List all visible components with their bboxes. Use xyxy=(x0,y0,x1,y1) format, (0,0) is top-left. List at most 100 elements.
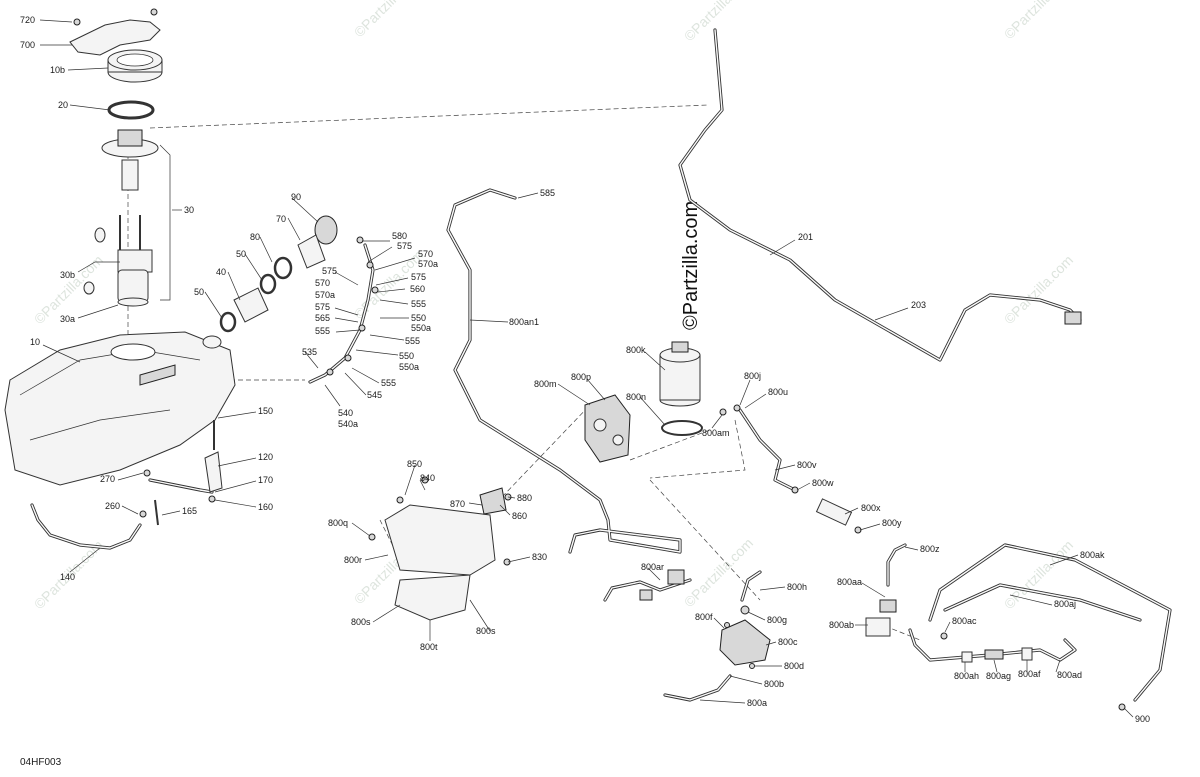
callout-30b: 30b xyxy=(60,270,75,280)
callout-800aa: 800aa xyxy=(837,577,862,587)
callout-270: 270 xyxy=(100,474,115,484)
callout-550: 550 xyxy=(411,313,426,323)
callout-165: 165 xyxy=(182,506,197,516)
tank-strap xyxy=(30,420,223,550)
watermark: ©Partzilla.com xyxy=(351,0,426,40)
callout-800q: 800q xyxy=(328,518,348,528)
callout-555: 555 xyxy=(405,336,420,346)
callout-20: 20 xyxy=(58,100,68,110)
alignment-lines xyxy=(127,104,921,641)
callout-555: 555 xyxy=(381,378,396,388)
callout-570: 570 xyxy=(418,249,433,259)
callout-203: 203 xyxy=(911,300,926,310)
filler-neck-parts xyxy=(219,215,338,333)
brand-label: ©Partzilla.com xyxy=(680,201,702,330)
callout-800w: 800w xyxy=(812,478,834,488)
callout-535: 535 xyxy=(302,347,317,357)
callout-800f: 800f xyxy=(695,612,713,622)
callout-170: 170 xyxy=(258,475,273,485)
callout-575: 575 xyxy=(411,272,426,282)
callout-800a: 800a xyxy=(747,698,767,708)
callout-800b: 800b xyxy=(764,679,784,689)
callout-585: 585 xyxy=(540,188,555,198)
callout-540a: 540a xyxy=(338,419,358,429)
callout-550a: 550a xyxy=(399,362,419,372)
callout-90: 90 xyxy=(291,192,301,202)
callout-80: 80 xyxy=(250,232,260,242)
diagram-code: 04HF003 xyxy=(20,757,62,768)
callout-10: 10 xyxy=(30,337,40,347)
callout-800ac: 800ac xyxy=(952,616,977,626)
callout-140: 140 xyxy=(60,572,75,582)
callout-550a: 550a xyxy=(411,323,431,333)
lock-ring xyxy=(107,49,163,83)
callout-880: 880 xyxy=(517,493,532,503)
callout-50: 50 xyxy=(236,249,246,259)
control-module-800c xyxy=(663,570,771,702)
callout-800y: 800y xyxy=(882,518,902,528)
callout-800k: 800k xyxy=(626,345,646,355)
callout-30a: 30a xyxy=(60,314,75,324)
callout-800r: 800r xyxy=(344,555,362,565)
purge-valve-assembly xyxy=(584,394,631,463)
callout-560: 560 xyxy=(410,284,425,294)
callout-800g: 800g xyxy=(767,615,787,625)
fuel-tank xyxy=(4,331,236,486)
callout-850: 850 xyxy=(407,459,422,469)
callout-800s: 800s xyxy=(351,617,371,627)
callout-575: 575 xyxy=(397,241,412,251)
callout-260: 260 xyxy=(105,501,120,511)
callout-540: 540 xyxy=(338,408,353,418)
callout-830: 830 xyxy=(532,552,547,562)
callout-150: 150 xyxy=(258,406,273,416)
callout-800m: 800m xyxy=(534,379,557,389)
callout-800z: 800z xyxy=(920,544,940,554)
callout-555: 555 xyxy=(411,299,426,309)
callout-50: 50 xyxy=(194,287,204,297)
callout-800aj: 800aj xyxy=(1054,599,1076,609)
callout-800an1: 800an1 xyxy=(509,317,539,327)
callout-570a: 570a xyxy=(418,259,438,269)
callout-800u: 800u xyxy=(768,387,788,397)
callout-labels: 720 700 10b 20 30 30b 30a 10 90 70 80 50… xyxy=(20,15,1150,724)
callout-580: 580 xyxy=(392,231,407,241)
callout-800ar: 800ar xyxy=(641,562,664,572)
callout-800x: 800x xyxy=(861,503,881,513)
leader-lines xyxy=(39,19,1134,718)
callout-800ak: 800ak xyxy=(1080,550,1105,560)
callout-800ab: 800ab xyxy=(829,620,854,630)
callout-700: 700 xyxy=(20,40,35,50)
vent-frame-hose xyxy=(908,543,1172,711)
callout-900: 900 xyxy=(1135,714,1150,724)
callout-800d: 800d xyxy=(784,661,804,671)
callout-800t: 800t xyxy=(420,642,438,652)
callout-570: 570 xyxy=(315,278,330,288)
evap-canister xyxy=(659,341,703,436)
mounting-plate xyxy=(368,476,512,621)
watermark: ©Partzilla.com xyxy=(1001,0,1076,42)
callout-565: 565 xyxy=(315,313,330,323)
purge-hose-right xyxy=(719,404,907,637)
callout-30: 30 xyxy=(184,205,194,215)
callout-570a: 570a xyxy=(315,290,335,300)
callout-550: 550 xyxy=(399,351,414,361)
callout-800s: 800s xyxy=(476,626,496,636)
callout-10b: 10b xyxy=(50,65,65,75)
callout-800v: 800v xyxy=(797,460,817,470)
wire-harness xyxy=(603,569,692,602)
callout-545: 545 xyxy=(367,390,382,400)
callout-800p: 800p xyxy=(571,372,591,382)
callout-800am: 800am xyxy=(702,428,730,438)
callout-120: 120 xyxy=(258,452,273,462)
callout-800n: 800n xyxy=(626,392,646,402)
callout-40: 40 xyxy=(216,267,226,277)
callout-800ag: 800ag xyxy=(986,671,1011,681)
callout-201: 201 xyxy=(798,232,813,242)
callout-800ad: 800ad xyxy=(1057,670,1082,680)
callout-575: 575 xyxy=(322,266,337,276)
callout-70: 70 xyxy=(276,214,286,224)
callout-800h: 800h xyxy=(787,582,807,592)
callout-720: 720 xyxy=(20,15,35,25)
callout-860: 860 xyxy=(512,511,527,521)
callout-870: 870 xyxy=(450,499,465,509)
